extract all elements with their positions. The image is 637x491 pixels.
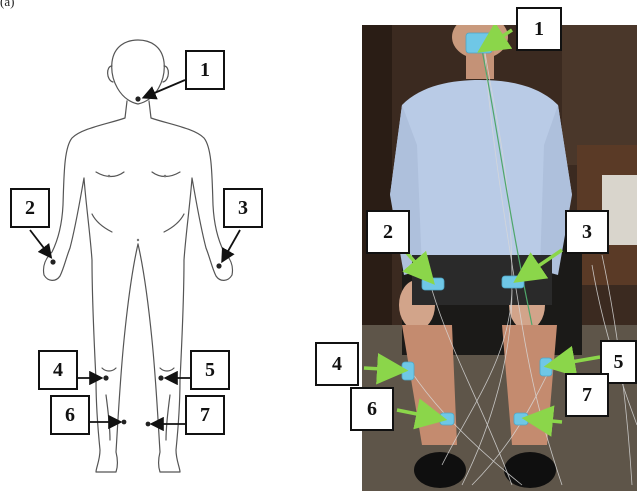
electrode-dot-7	[146, 422, 151, 427]
photo-label-2: 2	[366, 210, 410, 254]
electrode-dot-2	[50, 259, 55, 264]
electrode-placement-photo	[362, 25, 637, 491]
photo-electrode-6	[440, 413, 454, 425]
electrode-dot-4	[103, 375, 108, 380]
electrode-dot-5	[158, 375, 163, 380]
photo-electrode-2	[422, 278, 444, 290]
electrode-dot-6	[122, 420, 127, 425]
photo-electrode-4	[402, 362, 414, 380]
diagram-label-1: 1	[185, 50, 225, 90]
photo-label-3: 3	[565, 210, 609, 254]
diagram-label-4: 4	[38, 350, 78, 390]
chest-mark	[164, 175, 167, 178]
photo-label-6: 6	[350, 387, 394, 431]
diagram-label-6: 6	[50, 395, 90, 435]
diagram-label-3: 3	[223, 188, 263, 228]
electrode-dot-3	[216, 263, 221, 268]
photo-label-1: 1	[516, 7, 562, 51]
chest-mark	[108, 175, 111, 178]
diagram-label-7: 7	[185, 395, 225, 435]
photo-arrow-4	[364, 368, 398, 370]
navel-mark	[137, 239, 139, 241]
arrow-2	[30, 230, 50, 256]
photo-electrode-7	[514, 413, 528, 425]
photo-label-7: 7	[565, 373, 609, 417]
arrow-1	[145, 80, 185, 97]
photo-electrode-5	[540, 358, 552, 376]
arrow-3	[223, 230, 240, 260]
diagram-label-5: 5	[190, 350, 230, 390]
photo-label-4: 4	[315, 342, 359, 386]
photo-electrode-1	[466, 33, 492, 53]
photo-illustration	[362, 25, 637, 491]
photo-electrode-3	[502, 276, 524, 288]
electrode-dot-1	[135, 96, 140, 101]
diagram-label-2: 2	[10, 188, 50, 228]
